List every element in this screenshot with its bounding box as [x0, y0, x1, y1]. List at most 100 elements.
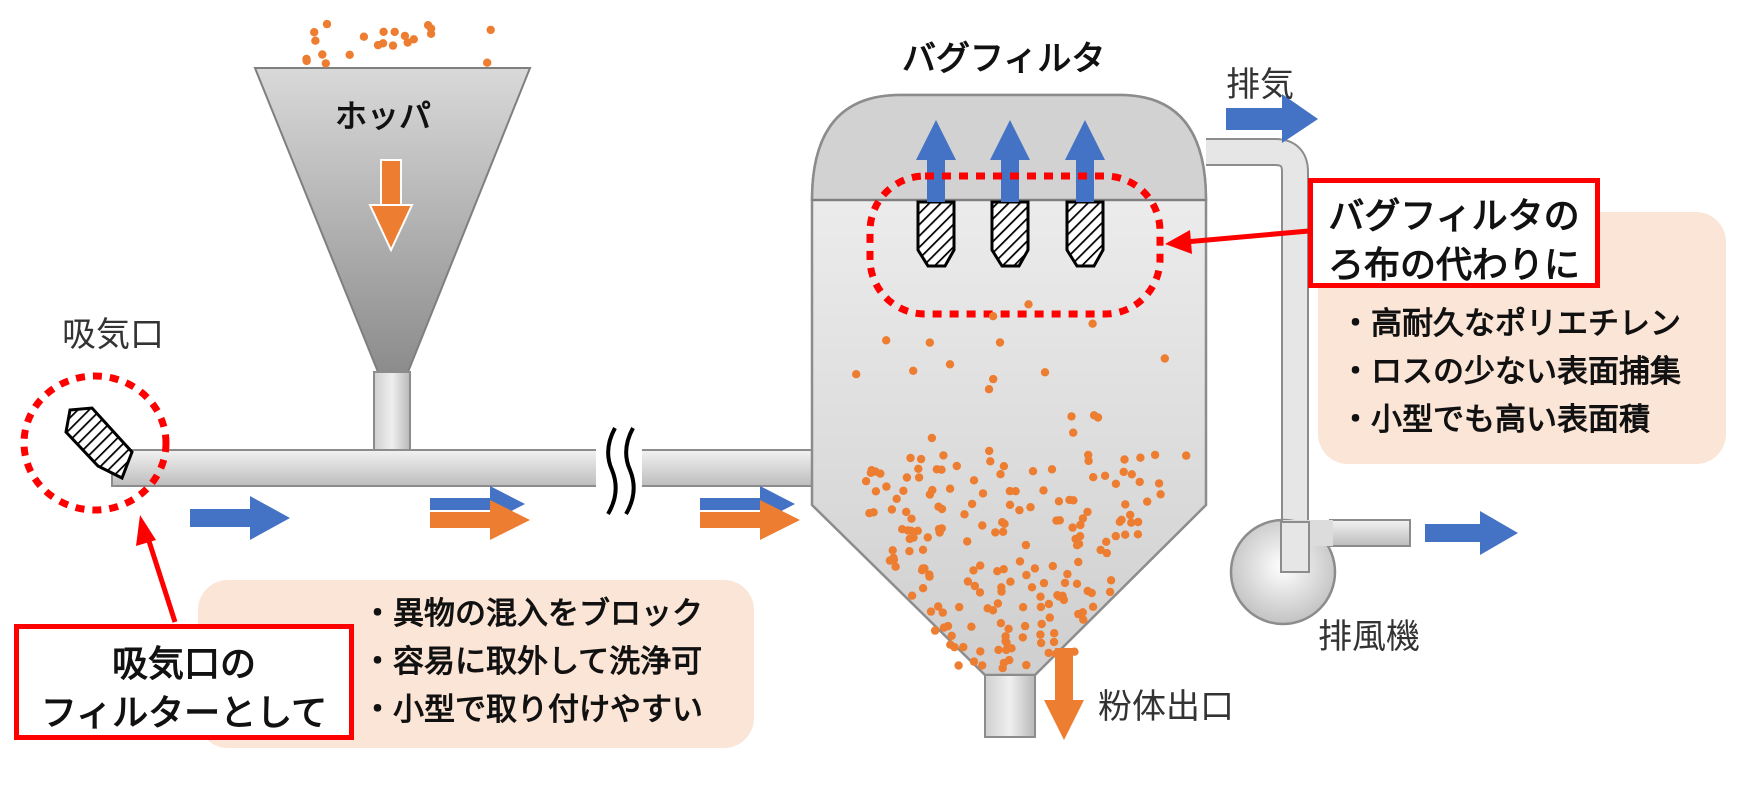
powder-particle [882, 482, 891, 491]
powder-particle [1089, 411, 1099, 420]
bag-filter-title: バグフィルタ [902, 39, 1106, 79]
powder-particle [388, 41, 398, 50]
powder-particle [963, 537, 972, 546]
powder-particle [1074, 539, 1084, 549]
powder-particle [1120, 455, 1129, 464]
powder-particle [1021, 540, 1031, 550]
powder-particle [925, 572, 934, 581]
powder-particle [975, 588, 985, 597]
powder-particle [959, 642, 968, 652]
powder-particle [954, 661, 963, 670]
powder-particle [892, 494, 901, 503]
callout-pointers [136, 227, 1321, 623]
powder-particle [913, 526, 922, 535]
powder-particle [952, 461, 961, 471]
powder-particle [1102, 537, 1111, 546]
powder-particle [960, 510, 969, 519]
powder-particle [943, 621, 953, 631]
powder-particle [907, 591, 917, 600]
powder-particle [1015, 557, 1025, 566]
powder-particle [1096, 545, 1105, 555]
powder-particle [1126, 510, 1135, 520]
powder-particle [483, 58, 492, 67]
powder-particle [1022, 570, 1031, 580]
powder-particles [302, 19, 1191, 673]
powder-particle [1045, 613, 1055, 622]
powder-particle [986, 457, 995, 466]
powder-particle [930, 626, 940, 635]
powder-particle [373, 40, 383, 50]
powder-particle [1036, 630, 1045, 639]
hopper [253, 67, 532, 451]
powder-particle [1036, 592, 1045, 601]
powder-flow-arrows [430, 500, 1084, 740]
powder-particle [1048, 561, 1058, 571]
powder-particle [1020, 621, 1030, 631]
hopper-label: ホッパ [335, 97, 432, 135]
powder-particle [882, 336, 891, 345]
powder-particle [938, 608, 947, 617]
powder-particle [909, 533, 918, 542]
intake-benefits-list: ・異物の混入をブロック ・容易に取外して洗浄可 ・小型で取り付けやすい [362, 590, 703, 734]
powder-particle [1088, 602, 1098, 611]
powder-particle [1133, 517, 1143, 527]
powder-particle [917, 566, 927, 575]
powder-particle [1106, 576, 1116, 585]
powder-particle [969, 476, 979, 485]
powder-particle [1005, 486, 1015, 496]
powder-particle [1049, 637, 1059, 647]
powder-particle [1039, 486, 1048, 495]
powder-particle [950, 643, 959, 652]
powder-particle [903, 526, 913, 535]
powder-particle [994, 645, 1003, 655]
powder-particle [1055, 516, 1065, 525]
powder-particle [1002, 645, 1011, 655]
powder-particle [400, 31, 410, 41]
powder-particle [390, 27, 399, 37]
powder-particle [1119, 467, 1128, 477]
powder-particle [1022, 660, 1031, 670]
powder-particle [426, 29, 436, 38]
powder-particle [914, 464, 923, 473]
powder-particle [1005, 500, 1015, 509]
powder-particle [905, 547, 914, 556]
benefit-item: ・高耐久なポリエチレン [1340, 306, 1681, 342]
powder-particle [1127, 518, 1136, 527]
highlight-rings [20, 172, 1164, 514]
benefit-item: ・ロスの少ない表面捕集 [1340, 354, 1681, 391]
exhaust-label: 排気 [1226, 65, 1294, 105]
powder-particle [926, 607, 936, 616]
powder-particle [978, 489, 988, 498]
powder-particle [907, 514, 916, 523]
powder-particle [1154, 479, 1164, 488]
powder-particle [1000, 519, 1009, 528]
powder-particle [978, 521, 987, 530]
intake-filter-element [64, 406, 134, 481]
powder-particle [1054, 592, 1064, 601]
powder-particle [916, 454, 926, 464]
powder-particle [1006, 577, 1015, 586]
powder-particle [914, 473, 924, 482]
powder-particle [999, 565, 1008, 574]
powder-particle [1040, 368, 1050, 377]
powder-particle [988, 312, 998, 321]
powder-particle [996, 619, 1006, 628]
powder-particle [963, 577, 973, 586]
powder-particle [996, 470, 1005, 479]
powder-particle [932, 465, 941, 474]
powder-particle [889, 555, 899, 564]
powder-particle [1079, 615, 1088, 624]
powder-particle [934, 502, 943, 511]
powder-particle [1084, 450, 1093, 460]
powder-particle [998, 663, 1007, 673]
powder-particle [1156, 490, 1165, 499]
powder-particle [1072, 579, 1082, 588]
powder-particle [310, 28, 319, 37]
callout-line: バグフィルタの [1328, 196, 1580, 237]
powder-particle [1088, 319, 1097, 328]
bag-filter-cartridges [916, 200, 1105, 268]
powder-particle [1127, 470, 1137, 479]
powder-particle [403, 38, 412, 47]
